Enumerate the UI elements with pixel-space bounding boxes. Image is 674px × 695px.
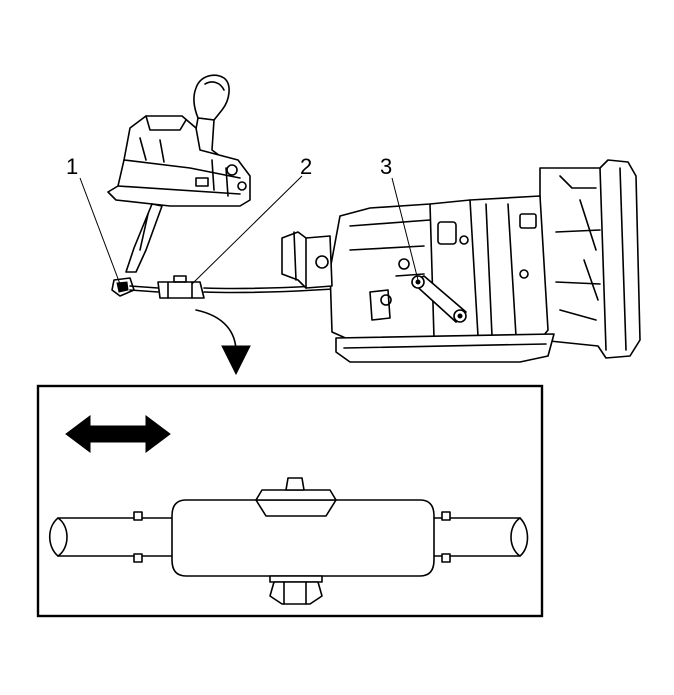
leader-line-2: [191, 175, 303, 285]
shifter-assembly: [107, 74, 251, 297]
detail-inset: [36, 384, 544, 618]
leader-line-3: [391, 177, 419, 281]
callout-3: 3: [380, 154, 392, 179]
transmission: [281, 159, 641, 363]
cable-adjuster: [171, 477, 435, 605]
callout-leaders: [79, 175, 419, 285]
callout-2: 2: [300, 154, 312, 179]
callout-1: 1: [66, 154, 78, 179]
curved-down-arrow-icon: [195, 309, 251, 376]
cable-tube: [48, 511, 529, 563]
double-headed-arrow-icon: [65, 415, 171, 453]
leader-line-1: [79, 177, 121, 285]
